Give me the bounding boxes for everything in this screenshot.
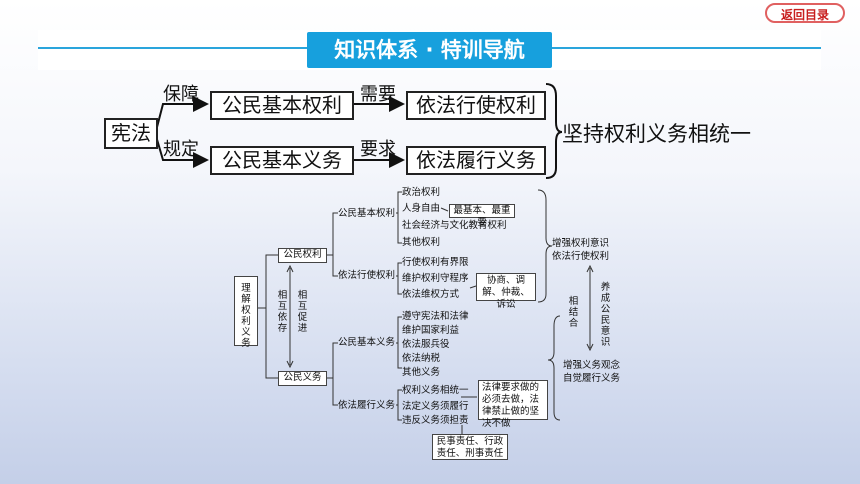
combine-label: 相结合 [568, 296, 579, 329]
right-bottom-line-1: 增强义务观念 [563, 360, 621, 371]
list-item: 依法维权方式 [402, 289, 460, 300]
exercise-rights-box: 依法行使权利 [406, 91, 546, 120]
return-to-contents-button[interactable]: 返回目录 [765, 3, 845, 23]
list-item: 权利义务相统一 [402, 385, 469, 396]
basic-rights-label: 公民基本权利 [338, 208, 396, 219]
list-item: 遵守宪法和法律 [402, 311, 469, 322]
list-item: 依法服兵役 [402, 339, 450, 350]
constitution-box: 宪法 [104, 118, 158, 149]
need-label: 需要 [360, 84, 396, 105]
right-top-line-1: 增强权利意识 [552, 238, 610, 249]
conclusion-text: 坚持权利义务相统一 [562, 122, 751, 146]
list-item: 维护国家利益 [402, 325, 460, 336]
perform-duties-label: 依法履行义务 [338, 400, 396, 411]
require-label: 要求 [360, 139, 396, 160]
basic-duties-box: 公民基本义务 [210, 146, 354, 175]
list-item: 法定义务须履行 [402, 401, 469, 412]
law-requirement-note: 法律要求做的必须去做，法律禁止做的坚决不做 [478, 380, 548, 429]
perform-duties-box: 依法履行义务 [406, 146, 546, 175]
list-item: 违反义务须担责 [402, 415, 469, 426]
basic-duties-label: 公民基本义务 [338, 337, 396, 348]
duties-box: 公民义务 [278, 371, 327, 386]
mutual-promotion-label: 相互促进 [297, 290, 308, 334]
list-item: 行使权利有界限 [402, 257, 469, 268]
mutual-dependence-label: 相互依存 [277, 290, 288, 334]
list-item: 其他权利 [402, 237, 441, 248]
dispute-methods-note: 协商、调解、仲裁、诉讼 [476, 273, 536, 310]
exercise-rights-label: 依法行使权利 [338, 270, 396, 281]
page-title: 知识体系 · 特训导航 [307, 32, 552, 68]
stipulate-label: 规定 [163, 139, 199, 160]
list-item: 政治权利 [402, 187, 441, 198]
right-top-line-2: 依法行使权利 [552, 251, 610, 262]
list-item: 其他义务 [402, 367, 441, 378]
guarantee-label: 保障 [163, 84, 199, 105]
rights-box: 公民权利 [278, 248, 327, 263]
list-item: 依法纳税 [402, 353, 441, 364]
most-basic-note: 最基本、最重要 [449, 204, 515, 228]
right-bottom-line-2: 自觉履行义务 [563, 373, 621, 384]
list-item: 社会经济与文化教育权利 [402, 220, 507, 231]
list-item: 维护权利守程序 [402, 273, 469, 284]
root-box: 理解权利义务 [234, 276, 258, 349]
basic-rights-box: 公民基本权利 [210, 91, 354, 120]
liability-types-note: 民事责任、行政责任、刑事责任 [432, 434, 508, 460]
list-item: 人身自由 [402, 203, 441, 214]
cultivate-label: 养成公民意识 [600, 282, 611, 348]
